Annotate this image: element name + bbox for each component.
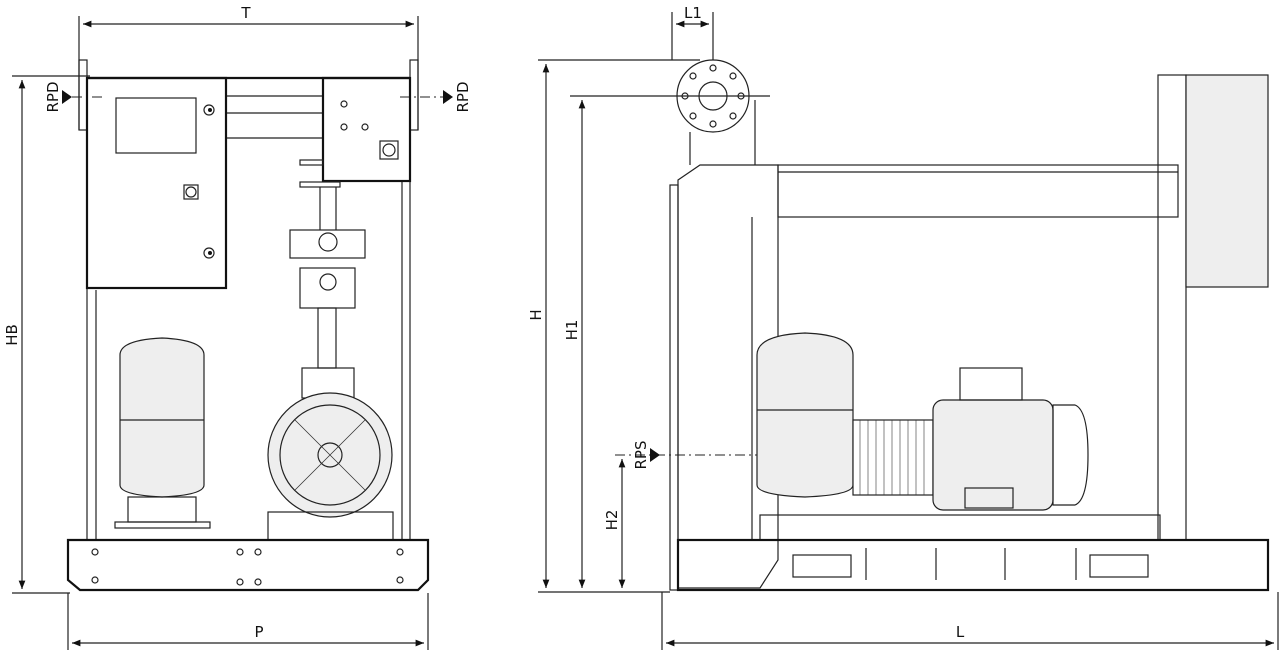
label-h1: H1 [563,320,581,341]
outlet-flange [676,59,750,133]
label-l: L [956,623,965,641]
expansion-vessel-side [756,332,854,498]
label-rpd-right: RPD [454,81,472,112]
label-t: T [240,4,251,22]
expansion-vessel [119,337,205,498]
front-view: T HB RPD RPD P [3,4,472,650]
label-p: P [254,623,263,641]
label-l1: L1 [684,4,702,22]
outlet-arrow-icon [62,90,72,104]
control-cabinet-side [1185,74,1269,288]
base-frame [66,538,430,592]
side-view: L1 H H1 RPS H2 L [527,4,1279,650]
control-display [115,97,197,154]
pump-motor-side [932,399,1054,511]
label-h: H [527,309,545,320]
label-rps: RPS [632,441,650,470]
label-h2: H2 [603,510,621,531]
inlet-arrow-icon [650,448,660,462]
outlet-arrow-icon [443,90,453,104]
switch-box [321,76,412,183]
label-hb: HB [3,324,21,346]
label-rpd-left: RPD [44,81,62,112]
base-frame-side [676,538,1270,592]
